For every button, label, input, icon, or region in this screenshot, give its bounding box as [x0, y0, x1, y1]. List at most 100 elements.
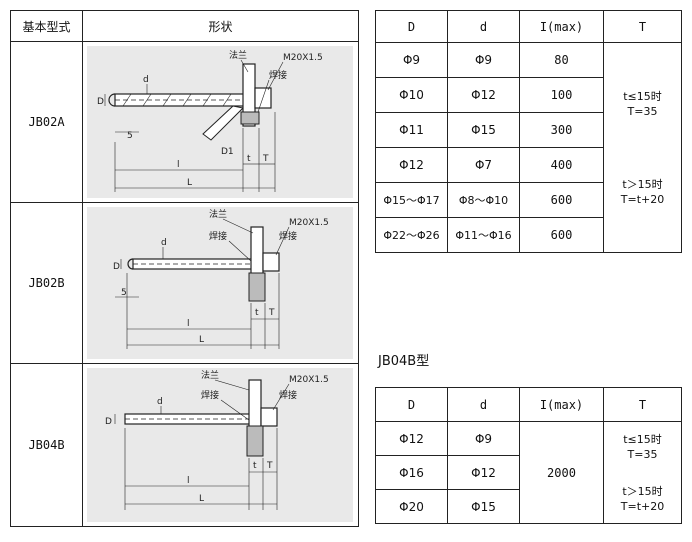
label-T: T — [262, 154, 269, 164]
type-name: JB02A — [10, 41, 83, 203]
cell-T-rule: t≤15时 T=35 t＞15时 T=t+20 — [603, 421, 682, 524]
cell-d: Φ15 — [447, 112, 520, 148]
shape-drawing-cell: 法兰 焊接 M20X1.5 焊接 d D 5 l — [82, 202, 359, 364]
label-weld: 焊接 — [269, 69, 287, 81]
cell-d: Φ12 — [447, 455, 520, 490]
cell-d: Φ15 — [447, 489, 520, 524]
cell-imax: 400 — [519, 147, 604, 183]
cell-d: Φ12 — [447, 77, 520, 113]
label-L: L — [199, 335, 204, 345]
header-basic-type: 基本型式 — [10, 10, 83, 42]
type-shape-table: 基本型式 形状 JB02A — [10, 10, 359, 527]
label-D: D — [113, 262, 120, 272]
cell-d: Φ9 — [447, 42, 520, 78]
label-thread: M20X1.5 — [289, 218, 329, 228]
cell-D: Φ16 — [375, 455, 448, 490]
label-t: t — [255, 308, 259, 318]
header-d: d — [447, 387, 520, 422]
label-d: d — [143, 75, 149, 85]
cell-imax: 80 — [519, 42, 604, 78]
label-flange: 法兰 — [201, 369, 219, 381]
cell-d: Φ7 — [447, 147, 520, 183]
t-rule-2: t＞15时 — [622, 177, 663, 191]
label-L: L — [199, 494, 204, 504]
t-rule-2: t＞15时 — [622, 484, 663, 498]
table-row: Φ10 Φ12 100 — [375, 77, 682, 113]
label-D: D — [97, 97, 104, 107]
cell-imax: 600 — [519, 217, 604, 253]
cell-imax: 2000 — [519, 421, 604, 524]
cell-D: Φ12 — [375, 421, 448, 456]
cell-T-rule: t≤15时 T=35 t＞15时 T=t+20 — [603, 42, 682, 253]
table-row: JB04B 法兰 焊接 M20X1.5 焊接 d D — [10, 363, 359, 527]
t-rule-1b: T=35 — [627, 104, 658, 118]
header-D: D — [375, 387, 448, 422]
table-row: JB02B 法兰 焊接 M20X1.5 焊接 d D — [10, 202, 359, 364]
label-t: t — [247, 154, 251, 164]
header-imax: I(max) — [519, 10, 604, 43]
label-five: 5 — [121, 288, 127, 298]
drawing-jb02b: 法兰 焊接 M20X1.5 焊接 d D 5 l — [87, 207, 353, 359]
cell-D: Φ22～Φ26 — [375, 217, 448, 253]
cell-imax: 600 — [519, 182, 604, 218]
table-row: Φ16 Φ12 — [375, 455, 682, 490]
cell-d: Φ11～Φ16 — [447, 217, 520, 253]
header-T: T — [603, 10, 682, 43]
table-row: Φ15～Φ17 Φ8～Φ10 600 — [375, 182, 682, 218]
table-row: Φ12 Φ9 2000 t≤15时 T=35 t＞15时 T=t+20 — [375, 421, 682, 524]
table-row: Φ9 Φ9 80 t≤15时 T=35 t＞15时 T=t+20 — [375, 42, 682, 253]
cell-d: Φ8～Φ10 — [447, 182, 520, 218]
drawing-jb02a: 法兰 M20X1.5 焊接 d D D1 5 — [87, 46, 353, 198]
header-row: 基本型式 形状 — [10, 10, 359, 42]
drawing-jb04b: 法兰 焊接 M20X1.5 焊接 d D l L t — [87, 368, 353, 522]
table-row: Φ12 Φ7 400 — [375, 147, 682, 183]
label-d: d — [157, 397, 163, 407]
label-weld-2: 焊接 — [279, 230, 297, 242]
cell-D: Φ11 — [375, 112, 448, 148]
label-l: l — [177, 160, 180, 170]
spec-table-1: D d I(max) T Φ9 Φ9 80 t≤15时 T=35 t＞15时 T… — [375, 10, 682, 253]
label-l: l — [187, 319, 190, 329]
header-shape: 形状 — [82, 10, 359, 42]
thread-nut — [260, 407, 278, 427]
label-D1: D1 — [221, 147, 234, 157]
header-imax: I(max) — [519, 387, 604, 422]
table2-title: JB04B型 — [378, 354, 430, 369]
cell-D: Φ12 — [375, 147, 448, 183]
drawing-background — [87, 207, 353, 359]
table-row: Φ22～Φ26 Φ11～Φ16 600 — [375, 217, 682, 253]
tube-hatch — [122, 93, 232, 107]
label-T: T — [266, 461, 273, 471]
label-weld: 焊接 — [209, 230, 227, 242]
spec-table-2: D d I(max) T Φ12 Φ9 2000 t≤15时 T=35 t＞15… — [375, 387, 682, 524]
cell-d: Φ9 — [447, 421, 520, 456]
table-row: Φ20 Φ15 — [375, 489, 682, 524]
cell-D: Φ10 — [375, 77, 448, 113]
label-weld-2: 焊接 — [279, 389, 297, 401]
table-row: JB02A 法兰 — [10, 41, 359, 203]
header-row: D d I(max) T — [375, 387, 682, 422]
type-name: JB04B — [10, 363, 83, 527]
table-row: Φ11 Φ15 300 — [375, 112, 682, 148]
cell-imax: 100 — [519, 77, 604, 113]
t-rule-1: t≤15时 — [623, 89, 662, 103]
label-thread: M20X1.5 — [283, 53, 323, 63]
cell-D: Φ20 — [375, 489, 448, 524]
label-D: D — [105, 417, 112, 427]
header-T: T — [603, 387, 682, 422]
label-flange: 法兰 — [229, 49, 247, 61]
t-rule-2b: T=t+20 — [620, 499, 665, 513]
cell-imax: 300 — [519, 112, 604, 148]
label-five: 5 — [127, 131, 133, 141]
label-flange: 法兰 — [209, 208, 227, 220]
label-L: L — [187, 178, 192, 188]
t-rule-2b: T=t+20 — [620, 192, 665, 206]
shape-drawing-cell: 法兰 M20X1.5 焊接 d D D1 5 — [82, 41, 359, 203]
label-t: t — [253, 461, 257, 471]
t-rule-1b: T=35 — [627, 447, 658, 461]
t-rule-1: t≤15时 — [623, 432, 662, 446]
label-T: T — [268, 308, 275, 318]
thread-nut — [262, 252, 280, 272]
label-d: d — [161, 238, 167, 248]
label-l: l — [187, 476, 190, 486]
